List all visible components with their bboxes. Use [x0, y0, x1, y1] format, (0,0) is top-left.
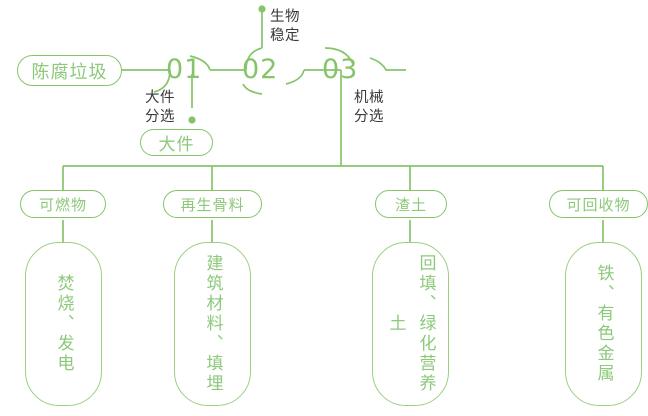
- bracket-02-right: [285, 69, 305, 85]
- category-pill-3-label: 渣土: [394, 195, 427, 214]
- link-03-tail: [369, 57, 406, 71]
- bracket-03-top: [324, 47, 354, 65]
- category-pill-4-label: 可回收物: [566, 195, 631, 214]
- category-pill-1[interactable]: 可燃物: [20, 190, 106, 218]
- bracket-02-topleft: [245, 47, 263, 71]
- bracket-02-bottomleft: [242, 83, 263, 95]
- category-pill-4[interactable]: 可回收物: [549, 190, 648, 218]
- destination-box-3-text: 回填、绿化营养土: [385, 254, 436, 394]
- source-node[interactable]: 陈腐垃圾: [17, 55, 122, 86]
- destination-box-2[interactable]: 建筑材料、填埋: [174, 242, 251, 406]
- bracket-01-topright: [189, 55, 211, 71]
- destination-box-1-text: 焚烧、发电: [53, 274, 74, 374]
- destination-box-4[interactable]: 铁、有色金属: [565, 242, 642, 406]
- stage-01-output-label: 大件: [158, 135, 195, 155]
- stage-number-01[interactable]: 01: [166, 54, 203, 85]
- category-pill-2-label: 再生骨料: [180, 195, 245, 214]
- destination-box-3[interactable]: 回填、绿化营养土: [372, 242, 449, 406]
- stage-number-03[interactable]: 03: [322, 54, 359, 85]
- destination-box-4-text: 铁、有色金属: [593, 264, 614, 384]
- stage-caption-02: 生物 稳定: [270, 9, 300, 44]
- category-pill-2[interactable]: 再生骨料: [163, 190, 262, 218]
- category-pill-3[interactable]: 渣土: [375, 190, 447, 218]
- stage-caption-01: 大件 分选: [145, 90, 175, 125]
- category-pill-1-label: 可燃物: [38, 195, 87, 214]
- stage-number-02[interactable]: 02: [242, 54, 279, 85]
- source-node-label: 陈腐垃圾: [31, 61, 108, 83]
- destination-box-2-text: 建筑材料、填埋: [202, 254, 223, 394]
- stage-caption-03: 机械 分选: [354, 90, 384, 125]
- destination-box-1[interactable]: 焚烧、发电: [25, 242, 102, 406]
- endpoint-dot-biological: [258, 5, 266, 13]
- bracket-01-left: [153, 69, 171, 93]
- stage-01-output-node[interactable]: 大件: [140, 129, 213, 156]
- endpoint-dot-bulky: [188, 116, 196, 124]
